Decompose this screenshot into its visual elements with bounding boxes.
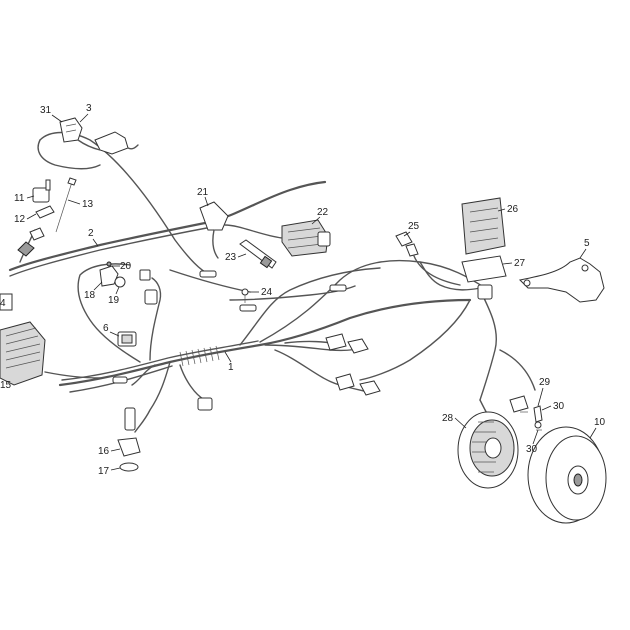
ground-bolt <box>199 270 347 312</box>
svg-text:5: 5 <box>584 238 590 249</box>
callout-10: 10 <box>589 417 606 439</box>
svg-text:26: 26 <box>507 204 519 215</box>
mounting-bracket <box>518 257 605 303</box>
svg-text:18: 18 <box>84 290 96 301</box>
voltage-regulator <box>0 293 46 386</box>
svg-text:30: 30 <box>526 444 538 455</box>
svg-text:1: 1 <box>228 362 234 373</box>
svg-text:10: 10 <box>594 417 606 428</box>
callout-18: 18 <box>84 281 103 301</box>
starter-relay <box>461 255 507 300</box>
svg-text:25: 25 <box>408 221 420 232</box>
pickup-coil-hardware <box>520 405 543 431</box>
callout-labels: 31 3 11 12 13 2 20 18 <box>0 103 606 477</box>
callout-1: 1 <box>224 351 234 373</box>
spark-plug-cap <box>199 201 229 259</box>
svg-text:20: 20 <box>120 261 132 272</box>
stator <box>457 395 529 489</box>
cdi-unit <box>461 197 506 255</box>
callout-29: 29 <box>537 377 551 407</box>
svg-text:6: 6 <box>103 323 109 334</box>
svg-text:29: 29 <box>539 377 551 388</box>
svg-text:27: 27 <box>514 258 526 269</box>
flywheel <box>527 426 607 524</box>
callout-25: 25 <box>403 221 420 237</box>
callout-22: 22 <box>311 207 329 225</box>
callout-4: 4 <box>0 298 6 309</box>
svg-text:3: 3 <box>86 103 92 114</box>
callout-2: 2 <box>88 228 99 247</box>
svg-text:17: 17 <box>98 466 110 477</box>
callout-15: 15 <box>0 380 12 391</box>
callout-5: 5 <box>579 238 590 259</box>
svg-text:11: 11 <box>14 193 25 204</box>
relay-and-bolt <box>17 177 77 257</box>
temperature-sensor <box>395 231 461 286</box>
svg-text:31: 31 <box>40 105 52 116</box>
pickup-sensor <box>99 261 126 288</box>
secondary-harness <box>8 131 327 277</box>
svg-text:16: 16 <box>98 446 110 457</box>
callout-21: 21 <box>197 187 209 207</box>
svg-text:22: 22 <box>317 207 329 218</box>
svg-text:2: 2 <box>88 228 94 239</box>
callout-30-lower: 30 <box>526 429 539 455</box>
harness-connectors-center <box>325 333 381 396</box>
callout-23: 23 <box>225 252 247 263</box>
callout-19: 19 <box>108 286 120 306</box>
callout-6: 6 <box>103 323 120 337</box>
callout-12: 12 <box>14 213 37 225</box>
ignition-coil <box>224 219 331 257</box>
svg-text:15: 15 <box>0 380 12 391</box>
callout-24: 24 <box>250 287 273 298</box>
callout-13: 13 <box>67 199 94 210</box>
svg-text:19: 19 <box>108 295 120 306</box>
spark-plug <box>239 239 277 269</box>
svg-text:21: 21 <box>197 187 209 198</box>
callout-20: 20 <box>112 261 132 272</box>
svg-text:12: 12 <box>14 214 26 225</box>
callout-30-upper: 30 <box>541 401 565 412</box>
svg-text:4: 4 <box>0 298 6 309</box>
callout-11: 11 <box>14 193 35 204</box>
callout-28: 28 <box>442 413 467 429</box>
svg-text:13: 13 <box>82 199 94 210</box>
svg-text:30: 30 <box>553 401 565 412</box>
svg-text:23: 23 <box>225 252 237 263</box>
callout-27: 27 <box>502 258 526 269</box>
callout-17: 17 <box>98 466 121 477</box>
svg-text:24: 24 <box>261 287 273 298</box>
callout-16: 16 <box>98 446 121 457</box>
fuse-holder <box>117 331 137 347</box>
callout-26: 26 <box>497 204 519 215</box>
callout-3: 3 <box>79 103 92 123</box>
neutral-sensor <box>117 407 141 472</box>
callout-31: 31 <box>40 105 63 123</box>
harness-connectors-left <box>112 269 213 411</box>
switch-assembly <box>59 117 139 155</box>
svg-text:28: 28 <box>442 413 454 424</box>
